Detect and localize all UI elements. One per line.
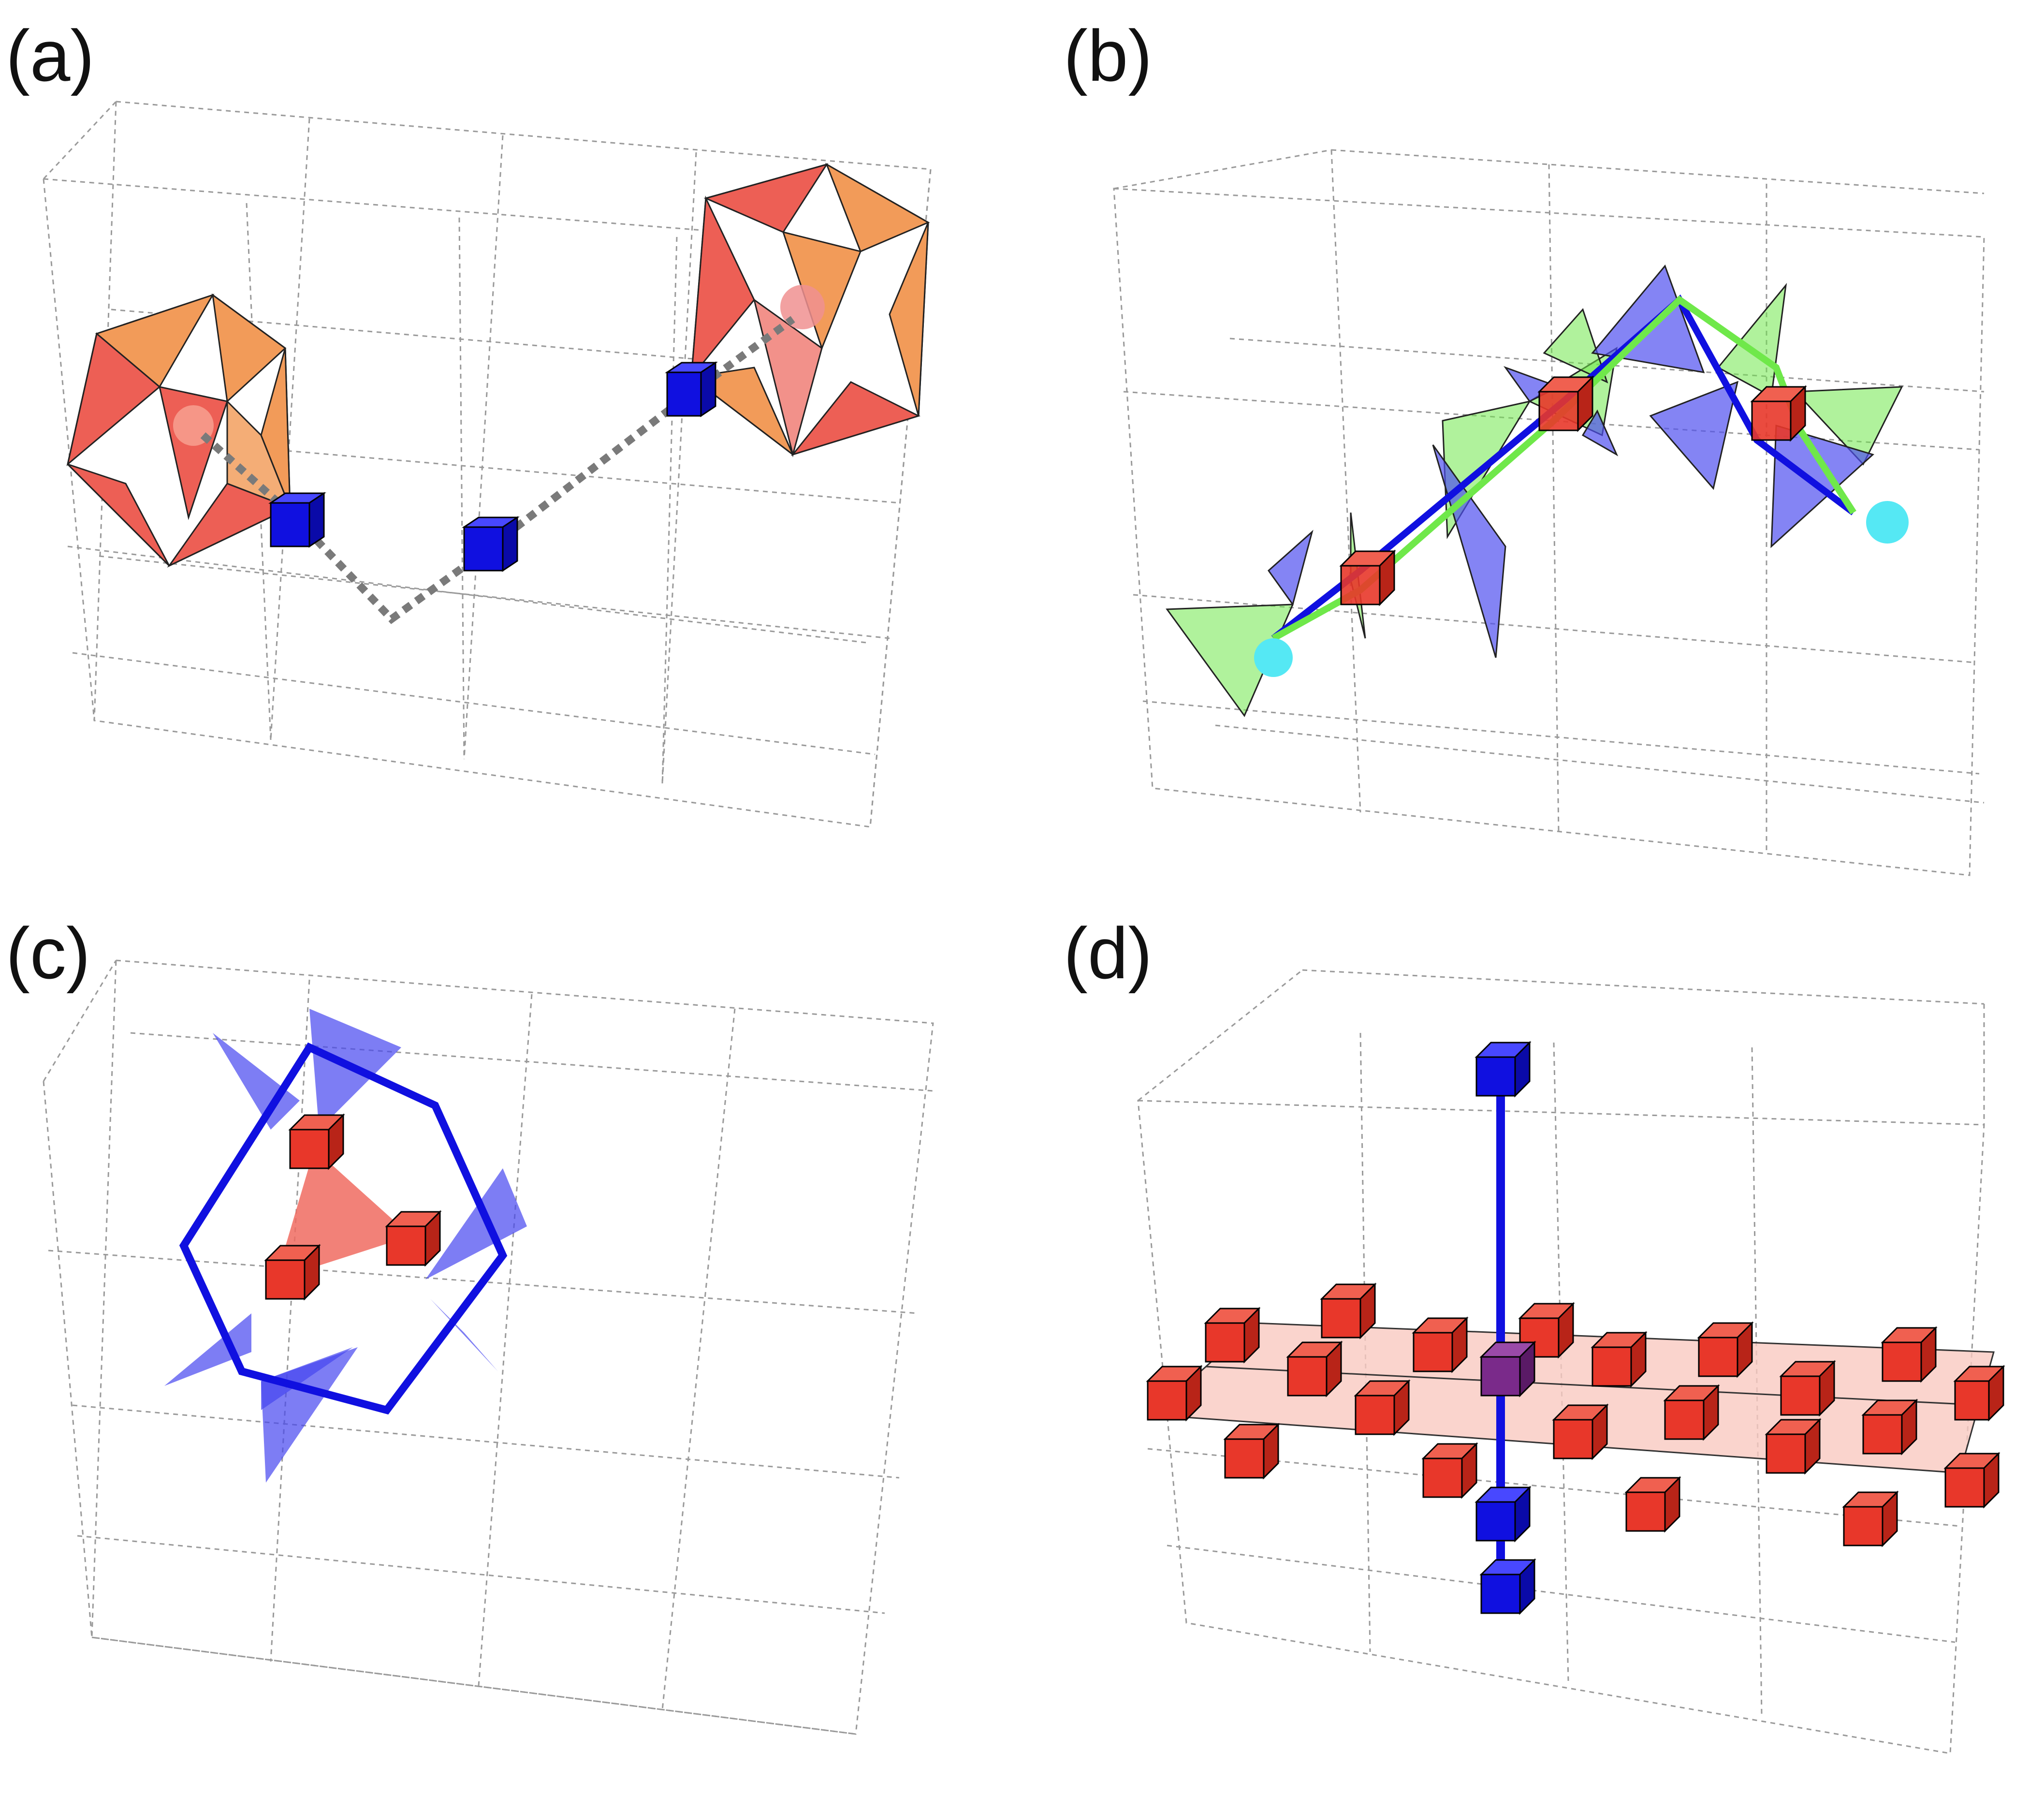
red-cube: [1591, 1331, 1648, 1388]
red-cube: [1624, 1476, 1681, 1533]
red-cube: [264, 1244, 321, 1301]
red-cube: [1286, 1340, 1343, 1398]
blue-cube: [665, 361, 718, 417]
panel-d: (d): [1022, 898, 2044, 1795]
blue-hexagon: [179, 1042, 508, 1415]
red-cube: [1146, 1365, 1203, 1422]
panel-c-diagram: [43, 959, 934, 1735]
red-cube: [1223, 1423, 1280, 1480]
blue-cube: [268, 492, 326, 548]
red-cube: [1697, 1321, 1754, 1378]
blue-cube: [1475, 1041, 1532, 1098]
red-cube: [288, 1113, 345, 1170]
panel-label-c: (c): [6, 912, 90, 994]
red-cube: [385, 1210, 442, 1267]
dotted-grid: [43, 959, 934, 1735]
cyan-endpoint: [1254, 638, 1293, 677]
red-cube: [1421, 1442, 1478, 1499]
panel-a: (a): [0, 0, 1022, 898]
red-cube: [1552, 1403, 1609, 1460]
purple-cube: [1479, 1340, 1536, 1398]
panel-label-a: (a): [6, 15, 95, 96]
red-cube: [1354, 1379, 1411, 1436]
red-cube: [1750, 385, 1807, 442]
panel-label-b: (b): [1064, 15, 1153, 96]
red-cube: [1953, 1365, 2005, 1422]
panel-b-diagram: [1113, 149, 1985, 876]
red-cube: [1842, 1490, 1899, 1547]
cyan-endpoint: [1866, 501, 1909, 544]
panel-b: (b): [1022, 0, 2044, 898]
red-cube: [1204, 1307, 1261, 1364]
red-cube: [1861, 1398, 1918, 1456]
panel-c: (c): [0, 898, 1022, 1795]
red-cube: [1765, 1418, 1822, 1475]
red-cube: [1537, 375, 1594, 432]
red-cube-array: [1146, 1282, 2005, 1547]
red-cube: [1779, 1360, 1836, 1417]
blue-cube: [462, 516, 520, 572]
red-cube: [1339, 549, 1396, 606]
panel-d-diagram: [1137, 969, 2005, 1754]
red-cube: [1881, 1326, 1938, 1383]
red-cube: [1412, 1316, 1469, 1373]
red-cube: [1663, 1384, 1720, 1441]
blue-cube: [1479, 1558, 1536, 1615]
atom-marker-right: [780, 285, 825, 329]
cuboctahedron-right: [689, 162, 930, 457]
panel-label-d: (d): [1064, 912, 1153, 994]
red-cube: [1320, 1282, 1377, 1339]
blue-cube: [1475, 1486, 1532, 1543]
panel-a-diagram: [43, 101, 932, 828]
cuboctahedron-left: [66, 293, 292, 568]
red-cube: [1943, 1452, 2000, 1509]
